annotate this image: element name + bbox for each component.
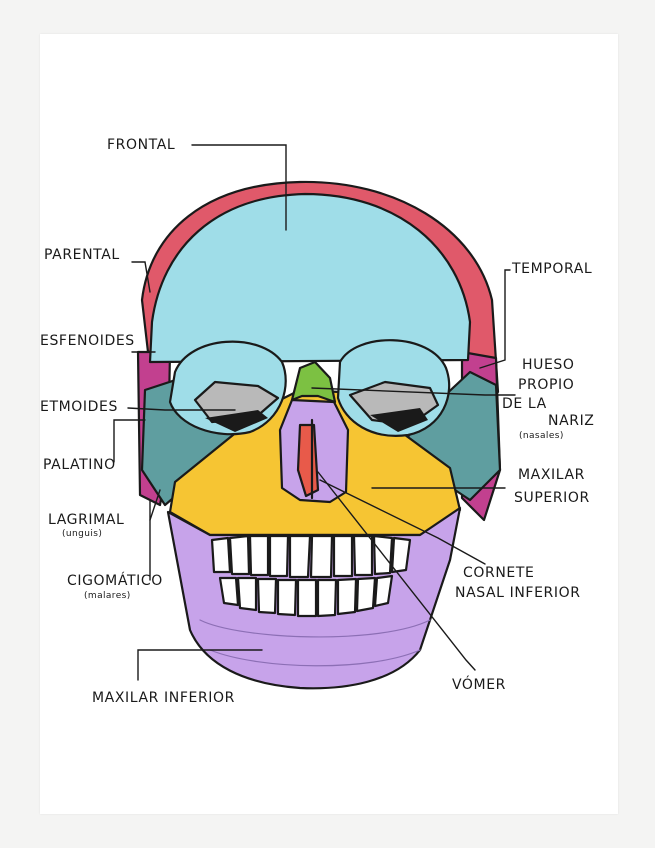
label-cornete-2: NASAL INFERIOR (455, 585, 581, 601)
label-maxilar-inferior: MAXILAR INFERIOR (92, 690, 235, 706)
label-maxilar-superior-1: MAXILAR (518, 467, 586, 483)
label-hueso-propio-1: HUESO (522, 357, 575, 373)
label-parental: PARENTAL (44, 247, 120, 263)
label-hueso-propio-3: DE LA (502, 396, 547, 412)
lower-teeth (218, 574, 394, 618)
leader-lines (113, 144, 516, 681)
label-cigomatico: CIGOMÁTICO (67, 573, 163, 589)
label-palatino: PALATINO (43, 457, 116, 473)
label-lagrimal-sub: (unguis) (62, 529, 103, 539)
label-maxilar-superior-2: SUPERIOR (514, 490, 590, 506)
label-hueso-propio-sub: (nasales) (519, 431, 564, 441)
label-cornete-1: CORNETE (463, 565, 535, 581)
label-hueso-propio-2: PROPIO (518, 377, 575, 393)
label-temporal: TEMPORAL (512, 261, 593, 277)
label-vomer: VÓMER (452, 677, 507, 693)
frontal-bone (148, 192, 472, 364)
nasal-bone (290, 360, 337, 404)
label-lagrimal: LAGRIMAL (48, 512, 125, 528)
label-cigomatico-sub: (malares) (84, 591, 131, 601)
label-frontal: FRONTAL (107, 137, 176, 153)
upper-teeth (210, 534, 412, 579)
label-esfenoides: ESFENOIDES (40, 333, 135, 349)
label-etmoides: ETMOIDES (40, 399, 118, 415)
label-hueso-propio-4: NARIZ (548, 413, 595, 429)
